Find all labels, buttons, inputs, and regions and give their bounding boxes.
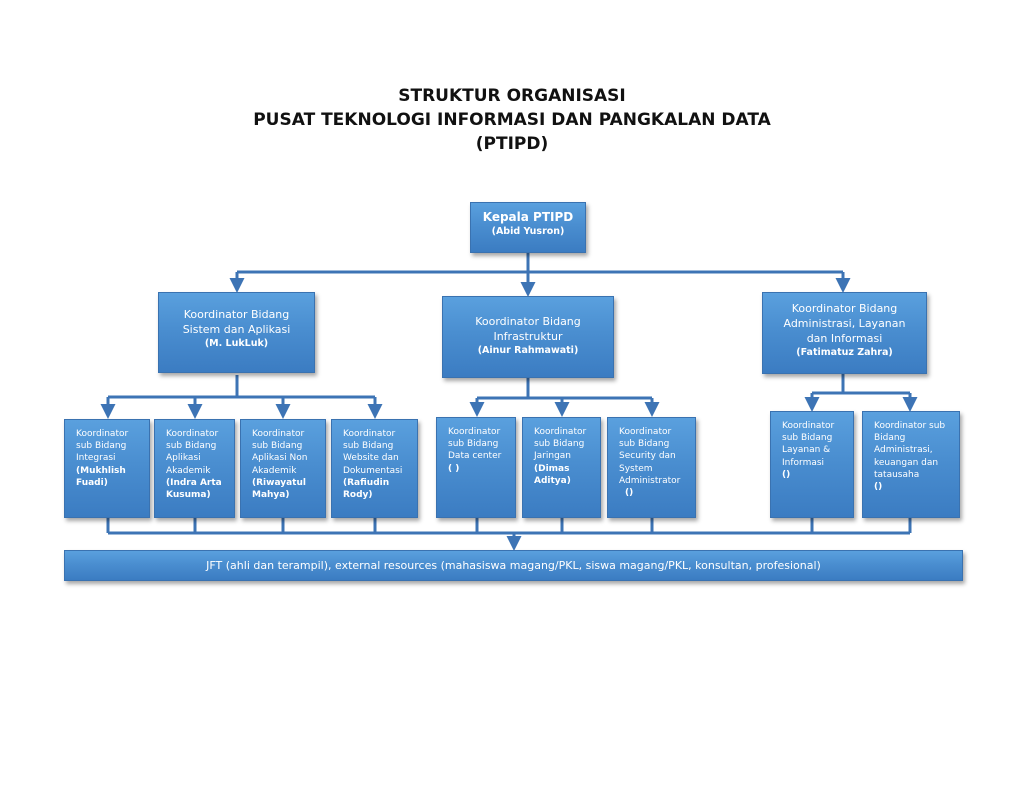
sub-box-security-sysadmin: Koordinator sub Bidang Security dan Syst… bbox=[607, 417, 696, 518]
sub-line: Koordinator bbox=[782, 421, 835, 431]
sub-line: Akademik bbox=[166, 465, 211, 476]
chart-title: STRUKTUR ORGANISASI PUSAT TEKNOLOGI INFO… bbox=[0, 84, 1024, 156]
coordinator-title-line: Koordinator Bidang bbox=[183, 308, 290, 321]
sub-line: keuangan dan bbox=[874, 457, 939, 468]
title-line-2: PUSAT TEKNOLOGI INFORMASI DAN PANGKALAN … bbox=[253, 110, 771, 130]
coordinator-box-infrastruktur: Koordinator Bidang Infrastruktur (Ainur … bbox=[442, 296, 614, 378]
sub-line: sub Bidang bbox=[252, 441, 303, 452]
sub-line: Layanan & bbox=[782, 445, 831, 456]
sub-box-website-dokumentasi: Koordinator sub Bidang Website dan Dokum… bbox=[331, 419, 418, 518]
coordinator-title-line: Sistem dan Aplikasi bbox=[182, 323, 291, 336]
coordinator-title-line: Koordinator Bidang bbox=[475, 315, 581, 328]
sub-line: Aditya) bbox=[534, 475, 571, 486]
sub-line: Koordinator bbox=[534, 427, 587, 437]
sub-line: (Rafiudin bbox=[343, 477, 390, 488]
sub-line: Aplikasi Non bbox=[252, 453, 308, 464]
sub-box-integrasi: Koordinator sub Bidang Integrasi (Mukhli… bbox=[64, 419, 150, 518]
sub-line: System bbox=[619, 463, 653, 474]
sub-line: Security dan bbox=[619, 451, 676, 462]
sub-line: Akademik bbox=[252, 465, 297, 476]
sub-line: Aplikasi bbox=[166, 453, 201, 464]
coordinator-name: (M. LukLuk) bbox=[204, 338, 269, 349]
sub-line: sub Bidang bbox=[448, 439, 499, 450]
sub-box-administrasi-keuangan: Koordinator sub Bidang Administrasi, keu… bbox=[862, 411, 960, 518]
sub-box-jaringan: Koordinator sub Bidang Jaringan (Dimas A… bbox=[522, 417, 601, 518]
sub-line: Fuadi) bbox=[76, 477, 108, 488]
coordinator-box-administrasi: Koordinator Bidang Administrasi, Layanan… bbox=[762, 292, 927, 374]
sub-line: Informasi bbox=[782, 457, 825, 468]
jft-label: JFT (ahli dan terampil), external resour… bbox=[206, 559, 821, 572]
sub-line: Koordinator sub bbox=[874, 421, 946, 431]
sub-line: (Mukhlish bbox=[76, 465, 126, 476]
sub-line: Data center bbox=[448, 451, 502, 462]
sub-line: (Indra Arta bbox=[166, 477, 222, 488]
sub-line: Bidang bbox=[874, 433, 906, 444]
sub-line: Koordinator bbox=[252, 429, 305, 439]
title-line-3: (PTIPD) bbox=[475, 134, 549, 154]
sub-box-layanan-informasi: Koordinator sub Bidang Layanan & Informa… bbox=[770, 411, 854, 518]
sub-line: Rody) bbox=[343, 490, 373, 501]
sub-line: sub Bidang bbox=[782, 433, 833, 444]
head-title: Kepala PTIPD bbox=[482, 210, 574, 224]
coordinator-title-line: dan Informasi bbox=[806, 332, 883, 345]
sub-line: sub Bidang bbox=[166, 441, 217, 452]
head-name: (Abid Yusron) bbox=[491, 226, 565, 237]
sub-line: ( ) bbox=[448, 463, 460, 474]
sub-line: sub Bidang bbox=[619, 439, 670, 450]
sub-line: (Riwayatul bbox=[252, 477, 306, 488]
sub-line: Integrasi bbox=[76, 453, 116, 464]
sub-line: sub Bidang bbox=[76, 441, 127, 452]
sub-line: Koordinator bbox=[343, 429, 396, 439]
sub-line: () bbox=[625, 488, 634, 499]
title-line-1: STRUKTUR ORGANISASI bbox=[398, 86, 626, 106]
sub-line: Koordinator bbox=[76, 429, 129, 439]
sub-line: Koordinator bbox=[166, 429, 219, 439]
sub-line: Koordinator bbox=[448, 427, 501, 437]
sub-line: Dokumentasi bbox=[343, 465, 403, 476]
sub-line: (Dimas bbox=[534, 463, 570, 474]
sub-line: Mahya) bbox=[252, 490, 290, 501]
coordinator-box-sistem-aplikasi: Koordinator Bidang Sistem dan Aplikasi (… bbox=[158, 292, 315, 373]
coordinator-title-line: Administrasi, Layanan bbox=[783, 317, 906, 330]
sub-line: Kusuma) bbox=[166, 490, 211, 501]
sub-line: () bbox=[874, 482, 883, 493]
sub-line: () bbox=[782, 469, 791, 480]
coordinator-title-line: Infrastruktur bbox=[493, 330, 563, 343]
sub-box-data-center: Koordinator sub Bidang Data center ( ) bbox=[436, 417, 516, 518]
coordinator-name: (Fatimatuz Zahra) bbox=[796, 347, 893, 358]
sub-line: Jaringan bbox=[534, 451, 572, 462]
sub-box-aplikasi-non-akademik: Koordinator sub Bidang Aplikasi Non Akad… bbox=[240, 419, 326, 518]
sub-box-aplikasi-akademik: Koordinator sub Bidang Aplikasi Akademik… bbox=[154, 419, 235, 518]
sub-line: sub Bidang bbox=[343, 441, 394, 452]
jft-bar: JFT (ahli dan terampil), external resour… bbox=[64, 550, 963, 581]
sub-line: Administrator bbox=[619, 475, 681, 486]
sub-line: Koordinator bbox=[619, 427, 672, 437]
coordinator-name: (Ainur Rahmawati) bbox=[477, 345, 579, 356]
sub-line: tatausaha bbox=[874, 469, 920, 480]
head-box: Kepala PTIPD (Abid Yusron) bbox=[470, 202, 586, 253]
sub-line: Administrasi, bbox=[874, 445, 933, 456]
coordinator-title-line: Koordinator Bidang bbox=[791, 302, 898, 315]
sub-line: sub Bidang bbox=[534, 439, 585, 450]
sub-line: Website dan bbox=[343, 453, 399, 464]
